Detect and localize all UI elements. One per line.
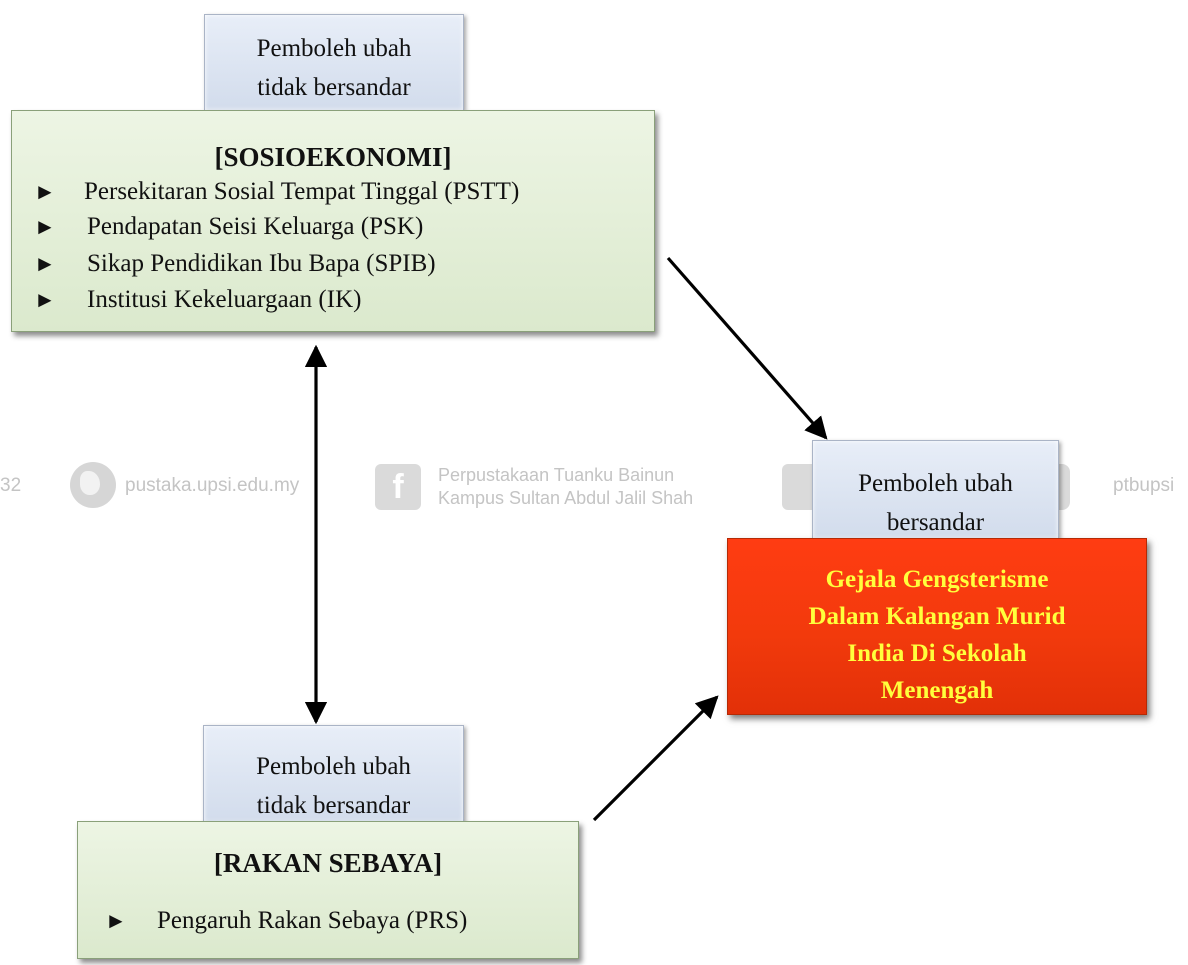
iv1-item-pstt: ► Persekitaran Sosial Tempat Tinggal (PS… [34,175,654,210]
bullet-icon: ► [34,251,56,276]
iv1-item-label: Pendapatan Seisi Keluarga (PSK) [87,213,424,240]
iv1-item-label: Sikap Pendidikan Ibu Bapa (SPIB) [87,250,436,277]
iv2-header-tab: Pemboleh ubah tidak bersandar [203,725,464,822]
dv-tab-line1: Pemboleh ubah [858,470,1013,497]
dv-line-1: Gejala Gengsterisme [825,566,1049,593]
iv1-item-ik: ► Institusi Kekeluargaan (IK) [34,283,654,319]
watermark-site: pustaka.upsi.edu.my [125,475,300,496]
iv1-box: [SOSIOEKONOMI] ► Persekitaran Sosial Tem… [11,110,655,332]
iv2-item-prs: ► Pengaruh Rakan Sebaya (PRS) [105,904,578,940]
arrow-iv2-to-dv [592,695,719,822]
iv2-tab-line2: tidak bersandar [256,792,411,819]
dv-tab-line2: bersandar [886,509,985,536]
dv-header-tab: Pemboleh ubah bersandar [812,440,1059,538]
bullet-icon: ► [34,287,56,312]
watermark-library-line2: Kampus Sultan Abdul Jalil Shah [438,488,694,508]
iv1-item-label: Persekitaran Sosial Tempat Tinggal (PSTT… [84,178,520,205]
bullet-icon: ► [105,908,127,933]
iv2-title: [RAKAN SEBAYA] [213,848,443,878]
bullet-icon: ► [34,179,56,204]
iv1-tab-line1: Pemboleh ubah [256,35,412,62]
arrow-iv1-to-dv [666,256,828,440]
dv-line-2: Dalam Kalangan Murid [808,603,1066,630]
watermark-prefix: 32 [0,475,22,496]
globe-icon [70,462,116,508]
iv2-tab-line1: Pemboleh ubah [256,753,411,780]
iv1-title: [SOSIOEKONOMI] [214,142,452,172]
dv-box: Gejala Gengsterisme Dalam Kalangan Murid… [727,538,1147,715]
iv1-list: ► Persekitaran Sosial Tempat Tinggal (PS… [34,175,654,319]
iv1-header-tab: Pemboleh ubah tidak bersandar [204,14,464,110]
iv1-item-psk: ► Pendapatan Seisi Keluarga (PSK) [34,210,654,247]
iv2-item-label: Pengaruh Rakan Sebaya (PRS) [157,907,468,934]
dv-line-3: India Di Sekolah [847,640,1027,667]
watermark-handle: ptbupsi [1113,475,1175,496]
iv1-item-spib: ► Sikap Pendidikan Ibu Bapa (SPIB) [34,247,654,283]
watermark-library-line1: Perpustakaan Tuanku Bainun [438,465,675,485]
iv1-tab-line2: tidak bersandar [257,74,411,101]
dv-line-4: Menengah [880,677,994,704]
bullet-icon: ► [34,214,56,239]
facebook-icon: f [375,464,421,510]
iv2-box: [RAKAN SEBAYA] ► Pengaruh Rakan Sebaya (… [77,821,579,959]
iv1-item-label: Institusi Kekeluargaan (IK) [87,286,362,313]
